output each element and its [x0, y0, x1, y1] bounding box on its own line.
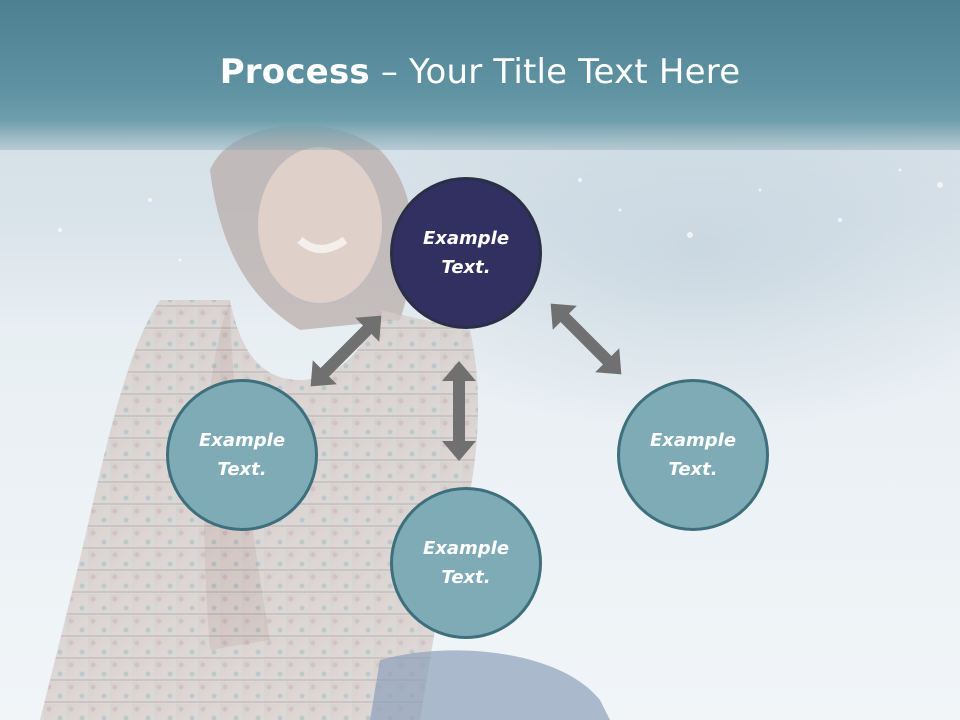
title-rest: – Your Title Text Here	[369, 52, 741, 92]
node-left: Example Text.	[166, 379, 318, 531]
arrow-top-right	[550, 303, 622, 375]
node-right: Example Text.	[617, 379, 769, 531]
node-left-label: Example Text.	[198, 430, 286, 480]
node-bottom-label: Example Text.	[422, 538, 510, 588]
node-top-label: Example Text.	[422, 228, 510, 278]
arrow-top-left	[310, 315, 382, 387]
node-top: Example Text.	[390, 177, 542, 329]
node-right-label: Example Text.	[649, 430, 737, 480]
title-bold: Process	[219, 52, 370, 92]
node-bottom: Example Text.	[390, 487, 542, 639]
arrow-top-bottom	[442, 361, 476, 461]
title-bar	[0, 0, 960, 150]
slide-title: Process – Your Title Text Here	[0, 52, 960, 92]
